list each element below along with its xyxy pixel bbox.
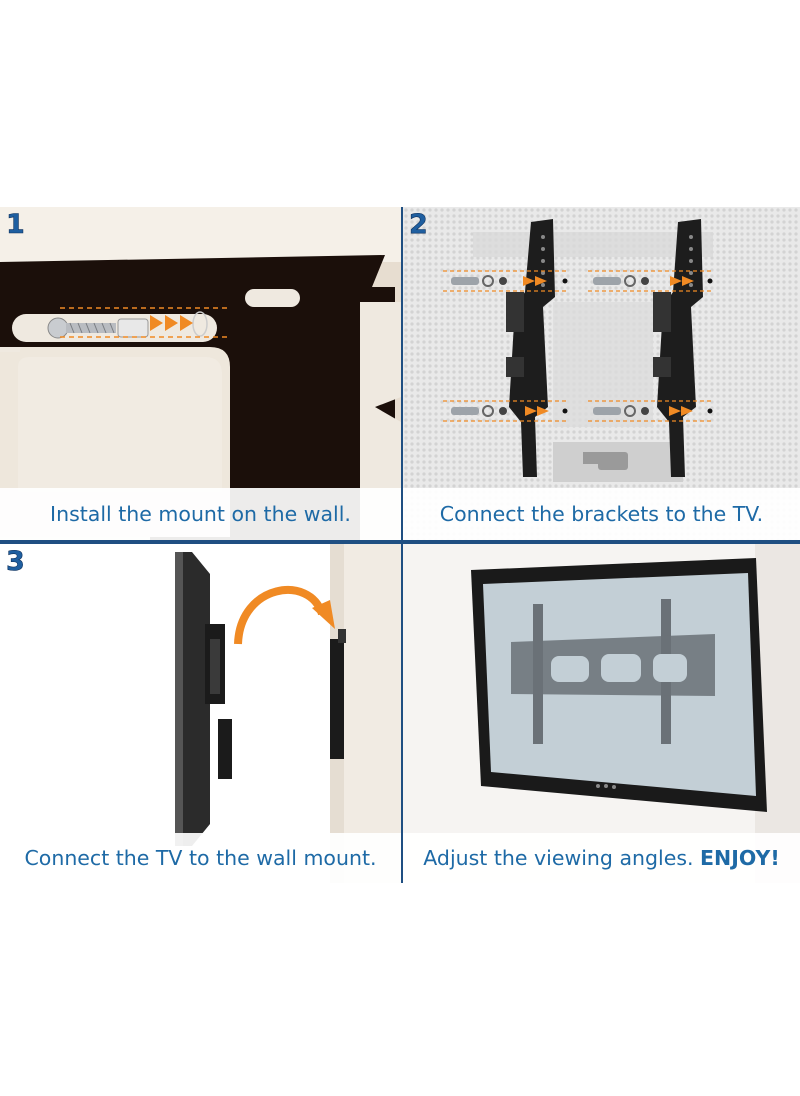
instruction-grid: 1 Install the mount on the wall.	[0, 207, 800, 883]
caption-emphasis-text: ENJOY!	[700, 846, 780, 870]
step-2-panel: 2 Connect the brackets to the TV.	[403, 207, 800, 540]
step-caption: Adjust the viewing angles. ENJOY!	[403, 833, 800, 883]
step-3-panel: 3 Connect the TV to the wall mount.	[0, 544, 401, 883]
tv-bracket	[653, 219, 703, 477]
tv-bracket	[506, 219, 555, 477]
step-number: 2	[409, 209, 428, 241]
step-number: 3	[6, 546, 25, 578]
washer-icon	[482, 275, 649, 417]
step-caption: Install the mount on the wall.	[0, 488, 401, 540]
step-4-panel: Adjust the viewing angles. ENJOY!	[403, 544, 800, 883]
bracket-attach-illustration	[403, 207, 800, 540]
wall-mount-install-illustration	[0, 207, 401, 540]
screw-icon	[451, 277, 621, 415]
step-caption: Connect the TV to the wall mount.	[0, 833, 401, 883]
screw-icon	[47, 317, 116, 339]
horizontal-divider	[0, 540, 800, 544]
tv-side-view	[175, 552, 232, 846]
step-1-panel: 1 Install the mount on the wall.	[0, 207, 401, 540]
mounted-tv-illustration	[403, 544, 800, 883]
curved-arrow-icon	[234, 586, 326, 645]
step-number: 1	[6, 209, 25, 241]
step-caption: Connect the brackets to the TV.	[403, 488, 800, 540]
caption-main-text: Adjust the viewing angles.	[423, 846, 701, 870]
vertical-divider	[401, 207, 403, 883]
mount-slot	[245, 289, 300, 307]
wall-plate	[330, 639, 344, 759]
hang-tv-illustration	[0, 544, 401, 883]
